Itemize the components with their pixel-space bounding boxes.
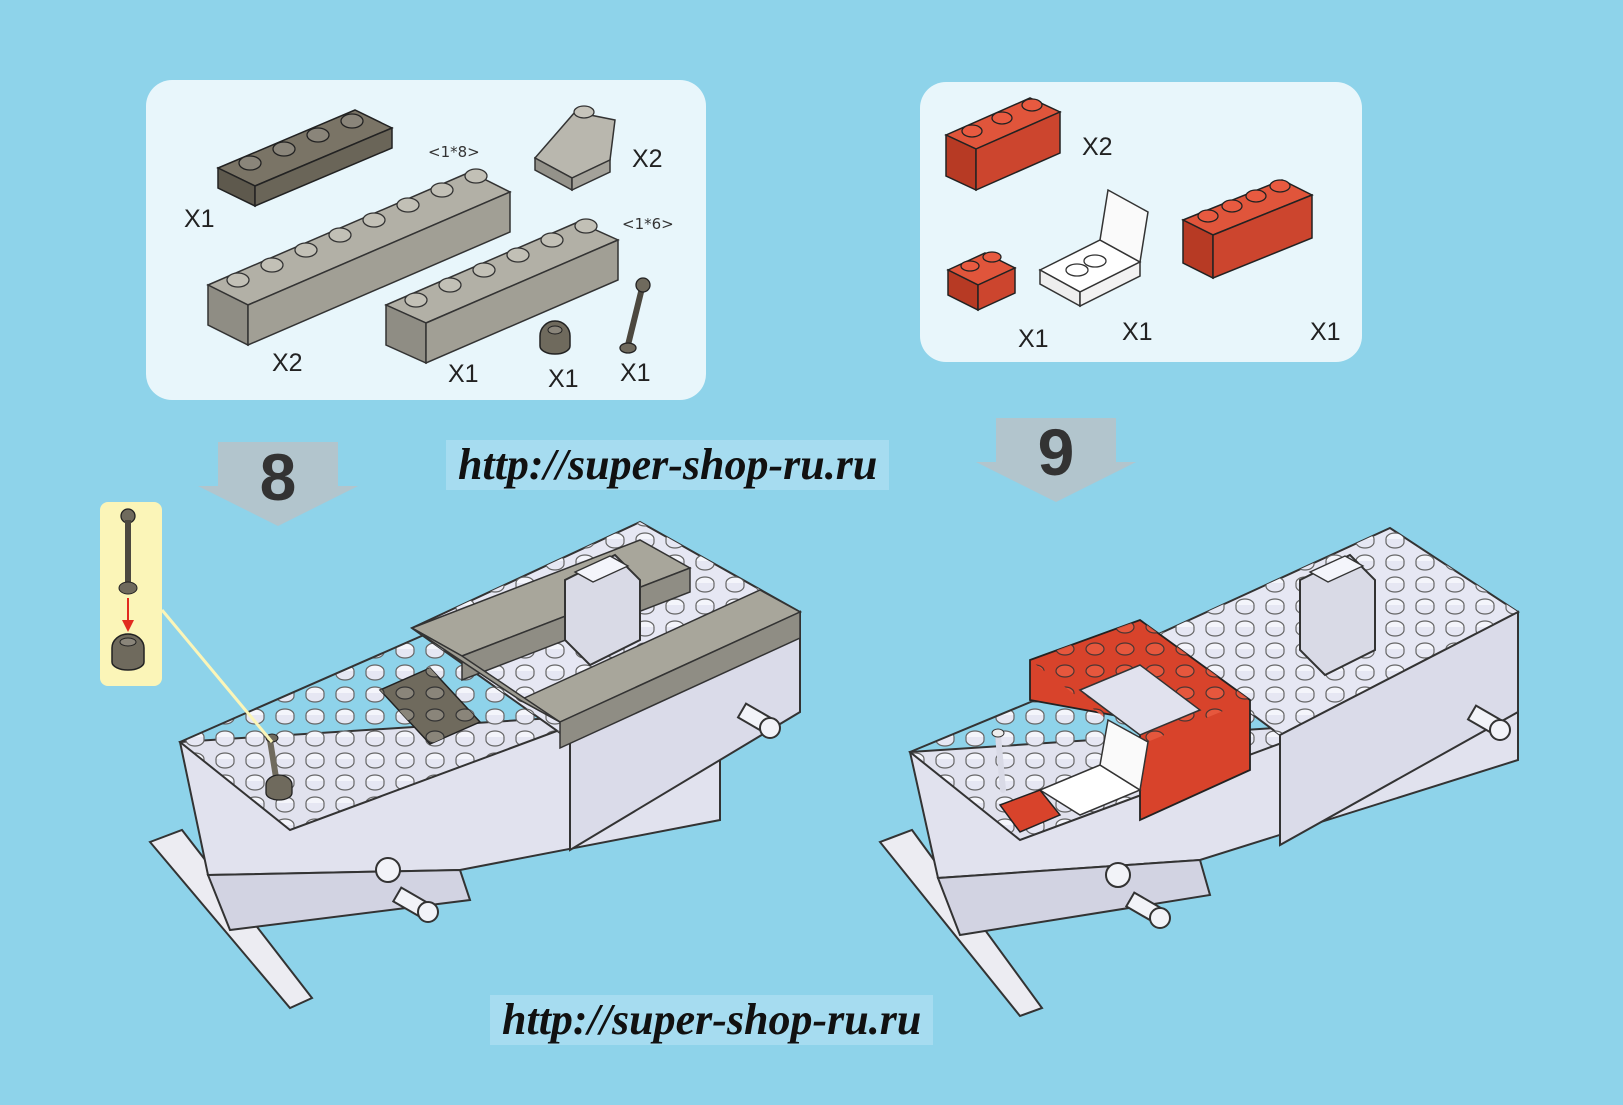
watermark-url-top: http://super-shop-ru.ru (446, 440, 890, 490)
part-lever-stick (619, 277, 651, 354)
step-8-arrow (198, 442, 358, 526)
lever-into-cap-icon (111, 508, 145, 671)
part-slope-brick (533, 105, 616, 192)
qty-brick-1x8: X2 (272, 349, 303, 377)
part-red-brick-1x2 (946, 251, 1017, 312)
qty-dark-plate: X1 (184, 205, 215, 233)
step-9-number: 9 (1037, 415, 1075, 489)
lever-callout (100, 502, 162, 686)
step-9-arrow (976, 418, 1136, 502)
step-8-number: 8 (259, 440, 297, 514)
size-brick-1x6: <1*6> (622, 215, 674, 233)
qty-white-seat: X1 (1122, 318, 1153, 346)
qty-red-brick-1x2: X1 (1018, 325, 1049, 353)
part-red-brick-1x4 (1181, 179, 1314, 280)
qty-red-brick-1x3: X2 (1082, 133, 1113, 161)
qty-lever-stick: X1 (620, 359, 651, 387)
step-9-badge: 9 (976, 410, 1136, 505)
size-brick-1x8: <1*8> (428, 143, 480, 161)
step-9-model (878, 526, 1520, 1018)
part-red-brick-1x3 (944, 97, 1062, 192)
qty-brick-1x6: X1 (448, 360, 479, 388)
qty-round-cap: X1 (548, 365, 579, 393)
qty-slope-brick: X2 (632, 145, 663, 173)
part-white-seat (1038, 188, 1149, 308)
part-brick-1x6 (384, 218, 620, 365)
qty-red-brick-1x4: X1 (1310, 318, 1341, 346)
step-8-model (148, 520, 803, 1010)
part-round-cap (539, 320, 571, 355)
part-brick-1x8 (206, 168, 512, 347)
watermark-url-bottom: http://super-shop-ru.ru (490, 995, 934, 1045)
part-dark-plate-1x4 (216, 109, 394, 208)
step-8-badge: 8 (198, 435, 358, 530)
